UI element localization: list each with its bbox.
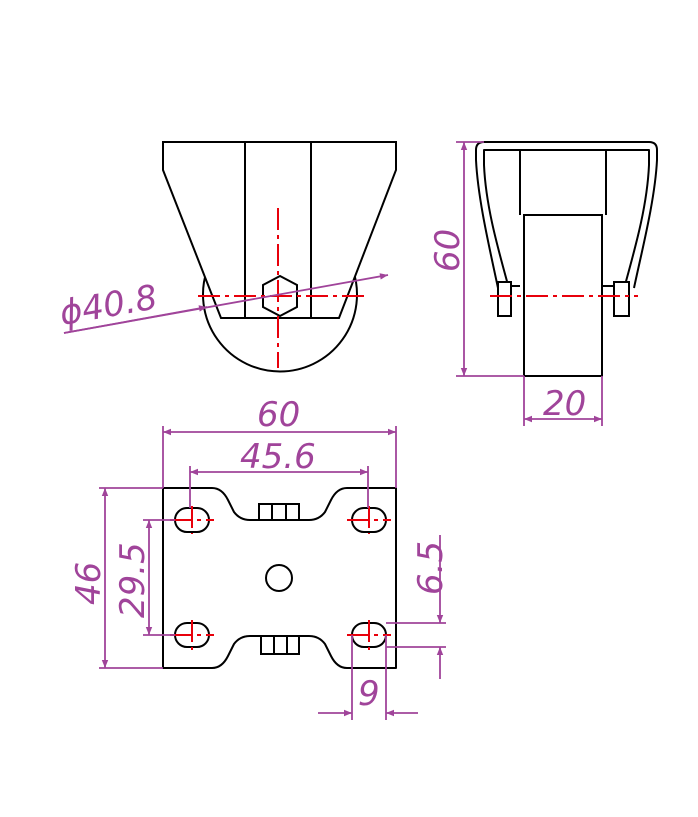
hole-spacing-x-label: 45.6 bbox=[240, 437, 316, 477]
mounting-plate bbox=[162, 487, 397, 669]
bracket-body bbox=[162, 141, 397, 319]
slot-length-label: 9 bbox=[358, 674, 380, 714]
front-view: ϕ40.8 bbox=[57, 141, 397, 373]
wheel-outline bbox=[202, 269, 358, 373]
axle-nut-right bbox=[613, 281, 630, 317]
plate-length-label: 46 bbox=[69, 562, 109, 605]
side-bracket-inner bbox=[483, 149, 650, 297]
side-view: 60 20 bbox=[428, 141, 658, 426]
bottom-rib-notch bbox=[260, 635, 300, 655]
center-hole bbox=[265, 564, 293, 592]
side-height-label: 60 bbox=[428, 229, 468, 272]
side-bracket-outer bbox=[475, 141, 658, 289]
slot-centerlines bbox=[170, 506, 391, 650]
wheel-width-label: 20 bbox=[543, 384, 586, 424]
plate-width-label: 60 bbox=[257, 395, 300, 435]
axle-bolt-left bbox=[497, 281, 512, 317]
slot-width-label: 6.5 bbox=[411, 541, 451, 595]
diameter-leader-arrow bbox=[63, 305, 208, 334]
top-view: 60 45.6 46 29.5 6.5 9 bbox=[69, 395, 451, 720]
wheel-diameter-label: ϕ40.8 bbox=[57, 277, 161, 333]
top-rib-notch bbox=[258, 503, 300, 521]
hole-spacing-y-label: 29.5 bbox=[113, 542, 153, 618]
